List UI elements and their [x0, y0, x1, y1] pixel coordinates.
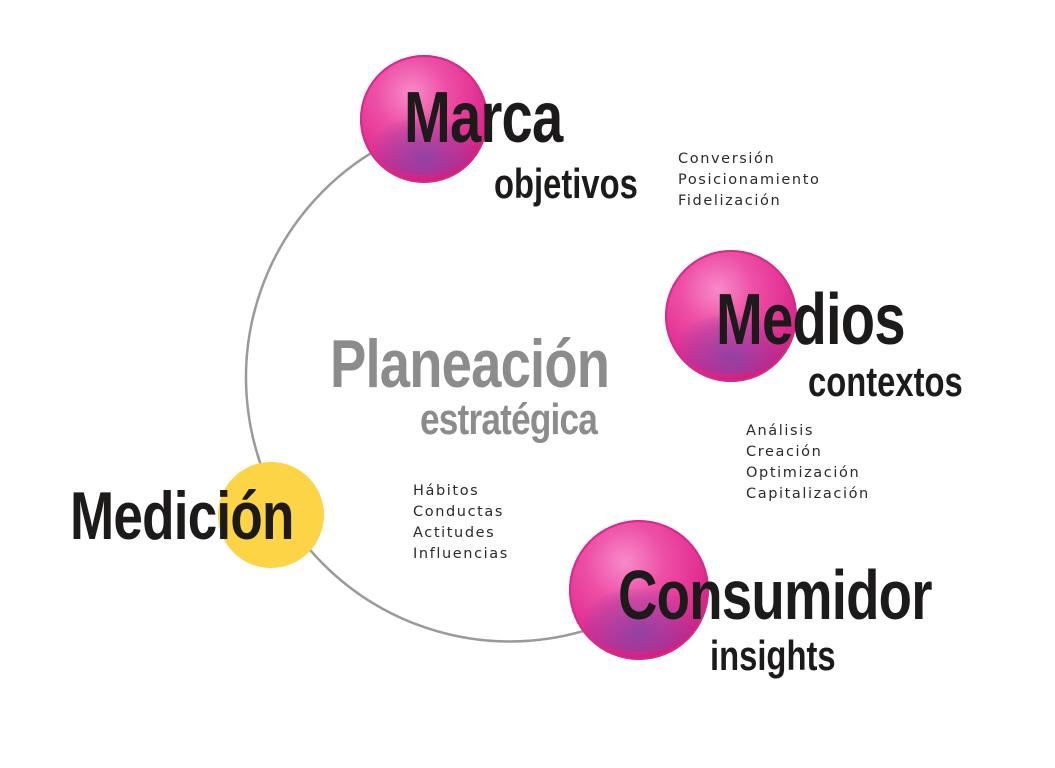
medios-item: Optimización	[746, 465, 861, 481]
consumidor-orb	[569, 520, 709, 660]
medios-items: Análisis Creación Optimización Capitaliz…	[746, 421, 870, 505]
marca-orb	[360, 55, 488, 183]
marca-subtitle: objetivos	[494, 160, 638, 207]
consumidor-title: Consumidor	[618, 556, 933, 634]
marca-items: Conversión Posicionamiento Fidelización	[678, 149, 820, 212]
medios-subtitle: contextos	[808, 358, 963, 405]
center-title: Planeación	[330, 326, 610, 402]
consumidor-subtitle: insights	[710, 632, 836, 679]
marca-item: Conversión	[678, 151, 776, 167]
medios-item: Creación	[746, 444, 823, 460]
center-subtitle: estratégica	[420, 395, 598, 444]
medios-title: Medios	[716, 280, 906, 360]
consumidor-item: Conductas	[413, 504, 505, 520]
medicion-orb	[218, 462, 324, 568]
consumidor-item: Actitudes	[413, 525, 496, 541]
medios-item: Capitalización	[746, 486, 870, 502]
consumidor-item: Hábitos	[413, 483, 480, 499]
medios-orb	[665, 250, 797, 382]
consumidor-items: Hábitos Conductas Actitudes Influencias	[413, 481, 509, 565]
medios-item: Análisis	[746, 423, 814, 439]
marca-item: Posicionamiento	[678, 172, 821, 188]
marca-title: Marca	[404, 78, 563, 158]
marca-item: Fidelización	[678, 193, 782, 209]
medicion-title: Medición	[70, 478, 294, 554]
consumidor-item: Influencias	[413, 546, 509, 562]
